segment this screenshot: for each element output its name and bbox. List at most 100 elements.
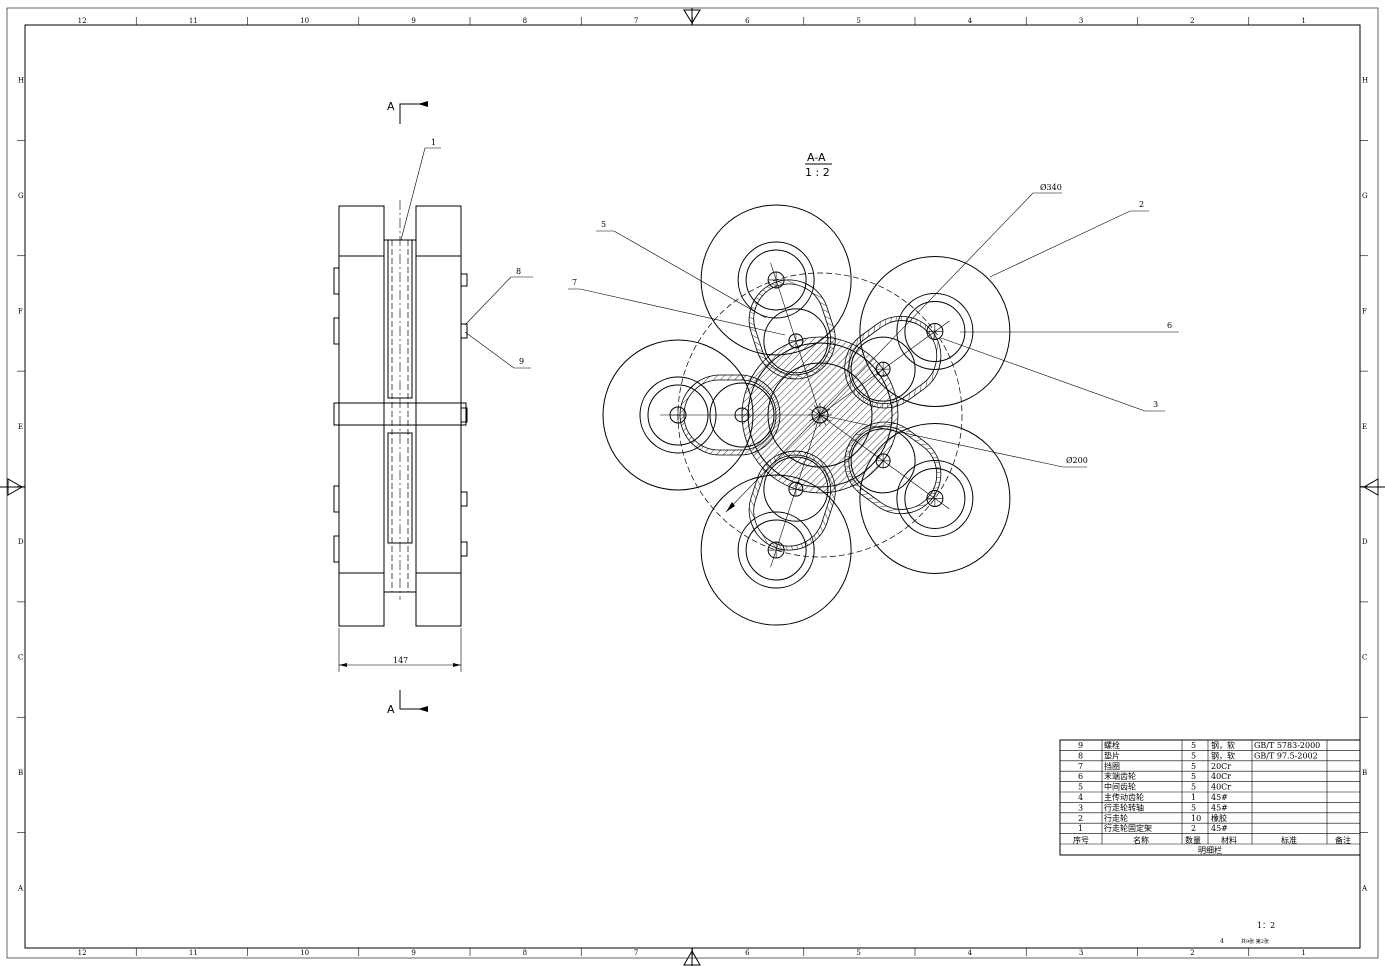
section-view: A-A 1 : 2 Ø340 Ø200 5 7 2 6: [568, 151, 1179, 626]
balloon-2: 2: [989, 200, 1149, 278]
svg-text:Ø340: Ø340: [1040, 183, 1062, 192]
zone-row-label: G: [18, 192, 24, 200]
zone-col-label: 12: [78, 949, 87, 957]
balloon-3: 3: [940, 337, 1165, 412]
balloon-6: 6: [960, 321, 1179, 333]
middle-gear: [850, 428, 916, 494]
drawing-border: [0, 7, 1385, 966]
bom-row: 8 垫片 5 钢，软 GB/T 97.5-2002: [1078, 750, 1318, 760]
zone-col-label: 6: [745, 949, 750, 957]
bom-cell: 8: [1078, 751, 1083, 760]
zone-col-label: 8: [523, 949, 527, 957]
svg-text:数量: 数量: [1185, 835, 1201, 845]
bom-cell: 45#: [1211, 803, 1228, 812]
side-view: A A: [333, 100, 533, 716]
zone-col-label: 3: [1079, 949, 1083, 957]
middle-gear: [850, 336, 916, 402]
bom-cell: 橡胶: [1211, 813, 1227, 823]
section-title: A-A 1 : 2: [805, 151, 832, 179]
zone-row-label: F: [1362, 307, 1367, 315]
sheet-count: 共9张 第2张: [1241, 938, 1269, 945]
bom-cell: 45#: [1211, 793, 1228, 802]
centering-mark-left: [0, 478, 25, 496]
zone-col-label: 12: [78, 17, 87, 25]
bom-cell: 螺栓: [1104, 740, 1120, 750]
svg-text:1: 1: [431, 138, 436, 147]
balloon-1: 1: [400, 138, 441, 241]
dim-outer: Ø340: [725, 183, 1062, 513]
zone-col-label: 6: [745, 17, 750, 25]
svg-text:3: 3: [1153, 400, 1158, 409]
bom-cell: 40Cr: [1211, 783, 1231, 792]
svg-text:材料: 材料: [1221, 835, 1237, 845]
bom-cell: 20Cr: [1211, 762, 1231, 771]
zone-col-label: 11: [189, 17, 198, 25]
svg-text:6: 6: [1167, 321, 1172, 330]
zone-col-label: 4: [968, 949, 973, 957]
svg-text:标准: 标准: [1281, 835, 1297, 845]
bom-cell: 7: [1078, 762, 1083, 771]
svg-text:备注: 备注: [1335, 835, 1351, 845]
end-gear: [896, 293, 974, 371]
zone-col-label: 2: [1190, 17, 1194, 25]
bom-cell: 3: [1078, 803, 1083, 812]
zone-col-label: 10: [300, 949, 309, 957]
bom-cell: 9: [1078, 741, 1083, 750]
centering-mark-right: [1360, 478, 1385, 496]
svg-text:8: 8: [516, 267, 521, 276]
svg-text:7: 7: [572, 278, 577, 287]
zone-col-label: 9: [411, 17, 415, 25]
bom-cell: 行走轮转轴: [1104, 802, 1144, 812]
bom-cell: 1: [1078, 824, 1083, 833]
zone-row-label: G: [1362, 192, 1368, 200]
end-gear: [737, 241, 815, 319]
bom-cell: 10: [1191, 814, 1201, 823]
svg-text:Ø200: Ø200: [1066, 456, 1088, 465]
centering-mark-top: [683, 8, 701, 25]
title-block: 1：2 4 共9张 第2张: [1220, 921, 1275, 945]
bom-cell: 末端齿轮: [1104, 771, 1136, 781]
middle-gear: [763, 456, 829, 522]
bom-cell: 钢，软: [1211, 740, 1235, 750]
bom-cell: 5: [1191, 772, 1196, 781]
end-gear: [896, 459, 974, 537]
bom-cell: 2: [1191, 824, 1196, 833]
bom-cell: 垫片: [1104, 750, 1120, 760]
centering-mark-bottom: [683, 948, 701, 966]
bom-cell: 5: [1191, 751, 1196, 760]
zone-row-label: D: [1362, 538, 1368, 546]
zone-row-label: B: [18, 769, 23, 777]
zone-row-label: F: [18, 307, 23, 315]
section-scale-label: 1 : 2: [805, 166, 830, 179]
section-marker-bottom: A: [387, 690, 428, 716]
end-gear: [737, 511, 815, 589]
svg-text:5: 5: [601, 220, 606, 229]
travel-wheel: [859, 256, 1011, 408]
wheel-assembly: [602, 204, 1011, 626]
width-dimension-value: 147: [393, 656, 408, 665]
bom-cell: 5: [1191, 762, 1196, 771]
balloon-7: 7: [568, 278, 786, 336]
travel-wheel: [859, 422, 1011, 574]
zone-col-label: 8: [523, 17, 527, 25]
zone-row-label: E: [18, 423, 23, 431]
bom-cell: GB/T 97.5-2002: [1254, 751, 1318, 760]
bom-cell: 钢，软: [1211, 750, 1235, 760]
zone-row-label: A: [1361, 884, 1368, 892]
zone-col-label: 2: [1190, 949, 1194, 957]
bom-cell: 主传动齿轮: [1104, 792, 1144, 802]
bom-cell: 6: [1078, 772, 1083, 781]
section-marker-top-label: A: [387, 100, 395, 113]
zone-col-label: 9: [411, 949, 415, 957]
zone-row-label: H: [1362, 77, 1368, 85]
sheet-number: 4: [1220, 938, 1224, 945]
zone-row-label: H: [18, 77, 24, 85]
